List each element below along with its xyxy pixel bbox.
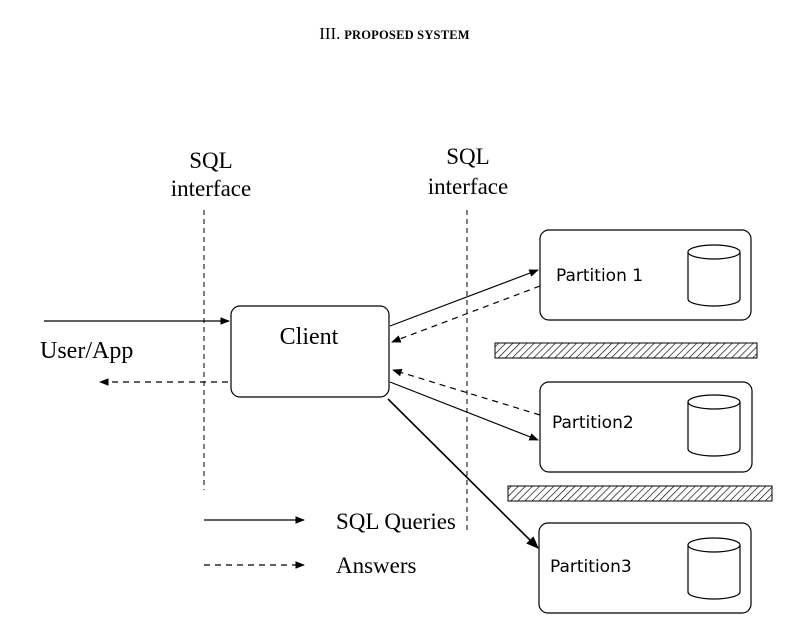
partition-1-label: Partition 1 <box>556 266 643 286</box>
database-icon <box>687 537 741 600</box>
interface-right-line1: SQL <box>446 144 489 169</box>
partition-2-label: Partition2 <box>552 413 634 433</box>
section-numeral: III. <box>319 24 341 43</box>
interface-left-line1: SQL <box>189 148 232 173</box>
sql-interface-right-label: SQL interface <box>428 144 508 199</box>
interface-right-line2: interface <box>428 174 508 199</box>
section-heading: III. PROPOSED SYSTEM <box>0 24 789 44</box>
database-icon <box>687 394 741 457</box>
partition-2: Partition2 <box>539 381 753 473</box>
legend-queries-label: SQL Queries <box>336 509 456 534</box>
query-arrow-partition-3 <box>387 398 539 549</box>
client-box <box>230 305 390 398</box>
partition-separator-2 <box>507 485 773 502</box>
client-label: Client <box>280 324 339 350</box>
sql-interface-left-label: SQL interface <box>171 148 251 201</box>
partition-separator-1 <box>494 342 758 359</box>
user-app-label: User/App <box>40 338 133 364</box>
answer-arrow-partition-1 <box>391 285 541 343</box>
interface-left-line2: interface <box>171 176 251 201</box>
partition-3-label: Partition3 <box>550 557 632 577</box>
partition-1: Partition 1 <box>539 229 752 321</box>
partition-3: Partition3 <box>538 522 752 614</box>
database-icon <box>687 244 741 307</box>
query-arrow-partition-2 <box>389 381 539 441</box>
legend: SQL Queries Answers <box>204 509 456 578</box>
legend-answers-label: Answers <box>336 553 417 578</box>
section-title: PROPOSED SYSTEM <box>344 28 470 42</box>
query-arrow-partition-1 <box>389 269 539 327</box>
answer-arrow-partition-2 <box>392 368 541 416</box>
